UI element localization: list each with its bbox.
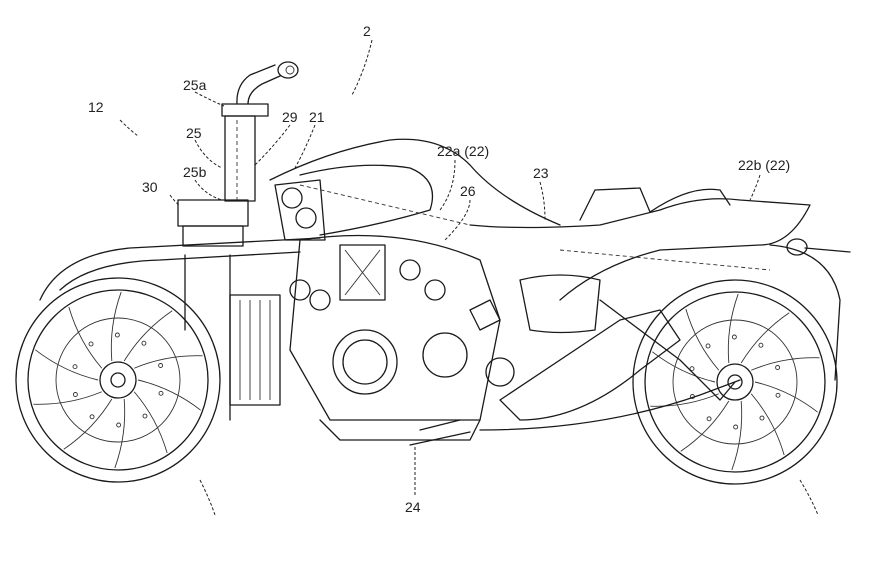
wheel-spoke bbox=[138, 380, 201, 410]
exhaust bbox=[480, 300, 740, 430]
brake-disc-hole bbox=[117, 423, 121, 427]
brake-disc-hole bbox=[73, 365, 77, 369]
brake-disc-hole bbox=[115, 333, 119, 337]
brake-disc-hole bbox=[776, 393, 780, 397]
label-cable: 29 bbox=[282, 109, 298, 125]
brake-disc-hole bbox=[159, 363, 163, 367]
wheel-spoke bbox=[33, 392, 101, 405]
brake-disc-hole bbox=[760, 416, 764, 420]
label-front-unit: 12 bbox=[88, 99, 104, 115]
wheel-spoke bbox=[115, 399, 125, 468]
brake-disc-hole bbox=[734, 425, 738, 429]
label-engine: 24 bbox=[405, 499, 421, 515]
wheel-spoke bbox=[732, 401, 742, 470]
brake-disc-hole bbox=[776, 365, 780, 369]
label-tank: 21 bbox=[309, 109, 325, 125]
wheel-spoke bbox=[755, 382, 818, 412]
brake-disc-hole bbox=[89, 342, 93, 346]
label-frame: 23 bbox=[533, 165, 549, 181]
wheel-spoke bbox=[134, 392, 167, 453]
brake-disc-hole bbox=[90, 415, 94, 419]
wheel-spoke bbox=[35, 350, 98, 380]
wheel-spoke bbox=[111, 292, 121, 361]
wheel-spoke bbox=[134, 356, 202, 369]
main-frame bbox=[470, 188, 850, 380]
brake-disc-hole bbox=[706, 344, 710, 348]
brake-disc-hole bbox=[73, 393, 77, 397]
brake-disc-hole bbox=[759, 343, 763, 347]
label-engine-mount: 26 bbox=[460, 183, 476, 199]
brake-disc-hole bbox=[732, 335, 736, 339]
label-steering-bottom: 25b bbox=[183, 164, 207, 180]
brake-disc-hole bbox=[159, 391, 163, 395]
wheel-spoke bbox=[751, 358, 819, 371]
wheel-spoke bbox=[69, 307, 102, 368]
wheel-spoke bbox=[741, 313, 789, 363]
label-steering-top: 25a bbox=[183, 77, 207, 93]
wheel-spoke bbox=[751, 394, 784, 455]
steering-column bbox=[222, 62, 298, 201]
label-cover-rear: 22b (22) bbox=[738, 157, 790, 173]
label-steering-shaft: 25 bbox=[186, 125, 202, 141]
wheel-spoke bbox=[64, 399, 112, 449]
wheel-spoke bbox=[652, 352, 715, 382]
label-cover-front: 22a (22) bbox=[437, 143, 489, 159]
engine bbox=[290, 236, 514, 446]
brake-disc-hole bbox=[142, 341, 146, 345]
wheel-spoke bbox=[728, 294, 738, 363]
brake-disc-hole bbox=[707, 417, 711, 421]
label-vehicle: 2 bbox=[363, 23, 371, 39]
wheel-spoke bbox=[686, 309, 719, 370]
fuel-tank bbox=[270, 139, 560, 240]
brake-disc-hole bbox=[143, 414, 147, 418]
wheel-spoke bbox=[681, 401, 729, 451]
front-wheel bbox=[16, 278, 220, 482]
label-front-bracket: 30 bbox=[142, 179, 158, 195]
wheel-spoke bbox=[124, 311, 172, 361]
